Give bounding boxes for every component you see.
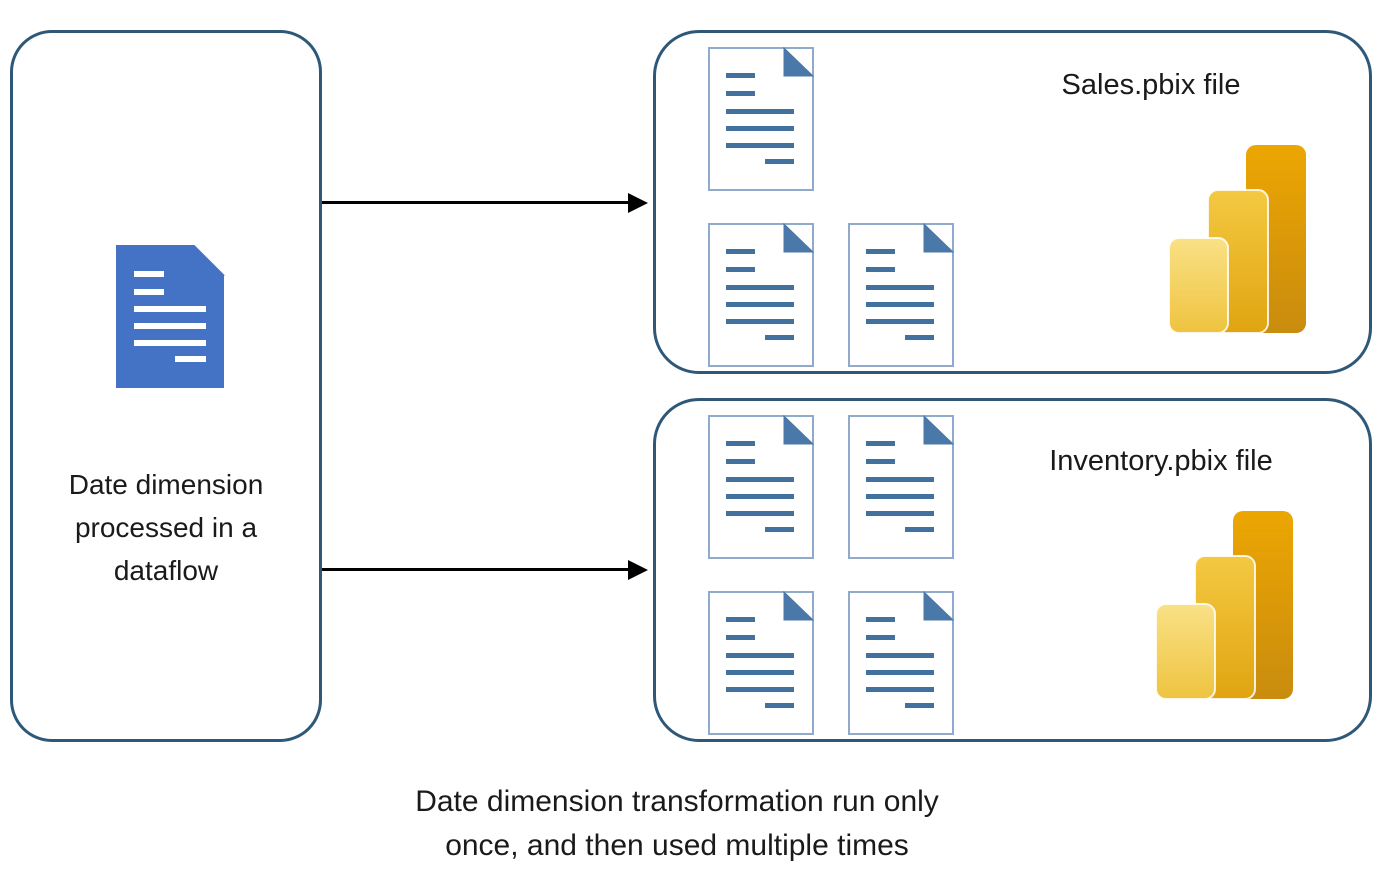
dataflow-label-line: dataflow (113, 555, 219, 586)
dataflow-label-line: processed in a (74, 512, 258, 543)
inventory-box-title: Inventory.pbix file (1049, 445, 1273, 477)
diagram-caption: Date dimension transformation run only o… (250, 780, 1104, 868)
query-document-icon (848, 591, 954, 735)
arrow-to-inventory (322, 560, 648, 580)
arrow-line (322, 201, 631, 204)
arrow-to-sales (322, 193, 648, 213)
power-bi-logo-icon (1156, 511, 1293, 699)
inventory-pbix-box: Inventory.pbix file (653, 398, 1372, 742)
dataflow-box: Date dimension processed in a dataflow (10, 30, 322, 742)
caption-line: once, and then used multiple times (445, 829, 909, 862)
query-document-icon (708, 47, 814, 191)
caption-line: Date dimension transformation run only (415, 785, 939, 818)
dataflow-document-icon (115, 245, 225, 388)
query-document-icon (848, 415, 954, 559)
power-bi-logo-icon (1169, 145, 1306, 333)
query-document-icon (848, 223, 954, 367)
sales-pbix-box: Sales.pbix file (653, 30, 1372, 374)
arrow-line (322, 568, 631, 571)
dataflow-box-label: Date dimension processed in a dataflow (21, 463, 311, 592)
query-document-icon (708, 223, 814, 367)
arrow-head-icon (628, 560, 648, 580)
query-document-icon (708, 591, 814, 735)
query-document-icon (708, 415, 814, 559)
sales-box-title: Sales.pbix file (1061, 69, 1241, 101)
arrow-head-icon (628, 193, 648, 213)
dataflow-label-line: Date dimension (68, 469, 264, 500)
